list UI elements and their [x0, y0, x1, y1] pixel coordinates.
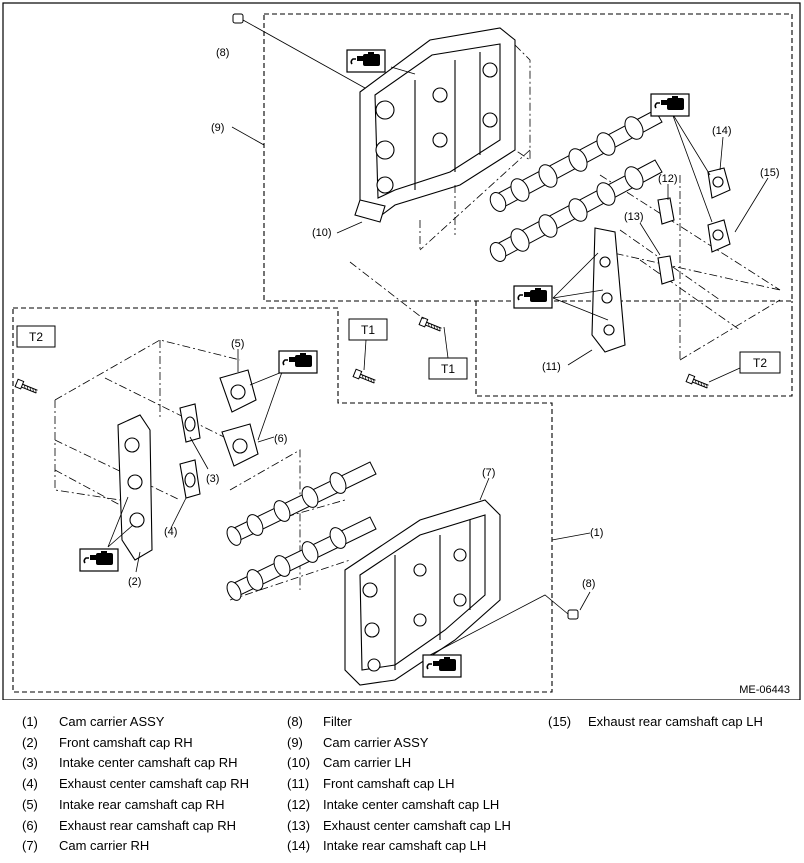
cam-carrier-rh-drawing [344, 499, 501, 686]
callout-8-lower: (8) [582, 578, 595, 590]
oil-can-icon [278, 350, 318, 374]
front-camshaft-cap-rh-drawing [117, 414, 153, 561]
svg-text:T2: T2 [29, 330, 43, 344]
center-caps-rh-drawing [179, 403, 201, 499]
callout-10: (10) [312, 227, 332, 239]
torque-box-t1-upper: T1 [348, 318, 388, 341]
rear-caps-rh-drawing [219, 369, 259, 467]
cam-carrier-lh-drawing [354, 27, 516, 223]
callout-13: (13) [624, 211, 644, 223]
callout-4: (4) [164, 526, 177, 538]
camshafts-rh-drawing [226, 461, 377, 601]
callout-14: (14) [712, 125, 732, 137]
torque-box-t2-left: T2 [16, 325, 56, 348]
group-box-rh-caps [12, 307, 553, 693]
callout-12: (12) [658, 173, 678, 185]
oil-can-icon [346, 49, 386, 73]
torque-box-t2-right: T2 [739, 351, 781, 374]
camshafts-lh-drawing [489, 109, 663, 262]
callout-1: (1) [590, 527, 603, 539]
callout-8-upper: (8) [216, 47, 229, 59]
leader-lines [107, 66, 769, 611]
callout-2: (2) [128, 576, 141, 588]
group-box-cam-carrier-lh [263, 13, 793, 302]
t1-lower-bolt [352, 339, 378, 386]
exploded-diagram: T2 T1 T1 T2 (1) (2) (3) (4) (5) (6) (7) … [2, 2, 801, 700]
parts-legend: (1)Cam carrier ASSY (2)Front camshaft ca… [22, 714, 763, 853]
callout-15: (15) [760, 167, 780, 179]
svg-text:T1: T1 [441, 362, 455, 376]
callout-9: (9) [211, 122, 224, 134]
svg-text:T1: T1 [361, 323, 375, 337]
filter-lower-drawing [429, 594, 579, 656]
t2-left-bolt [14, 378, 40, 396]
oil-can-icon [650, 93, 690, 117]
projection-lines-upper [419, 44, 781, 361]
callout-7: (7) [482, 467, 495, 479]
callout-5: (5) [231, 338, 244, 350]
torque-box-t1-lower: T1 [428, 357, 468, 380]
oil-can-icon [79, 548, 119, 572]
oil-can-icon [422, 654, 462, 678]
figure-code: ME-06443 [739, 684, 790, 696]
oil-can-icon [513, 285, 553, 309]
group-box-lh-caps [475, 301, 793, 397]
t2-right-bolt [685, 367, 741, 391]
callout-labels: (1) (2) (3) (4) (5) (6) (7) (8) (8) (9) … [128, 47, 780, 590]
t1-upper-bolt [349, 261, 449, 359]
filter-upper-drawing [232, 13, 366, 89]
callout-3: (3) [206, 473, 219, 485]
callout-11: (11) [542, 361, 561, 373]
svg-text:T2: T2 [753, 356, 767, 370]
camshaft-caps-lh-drawing [591, 167, 731, 353]
figure-frame [2, 2, 801, 700]
callout-6: (6) [274, 433, 287, 445]
